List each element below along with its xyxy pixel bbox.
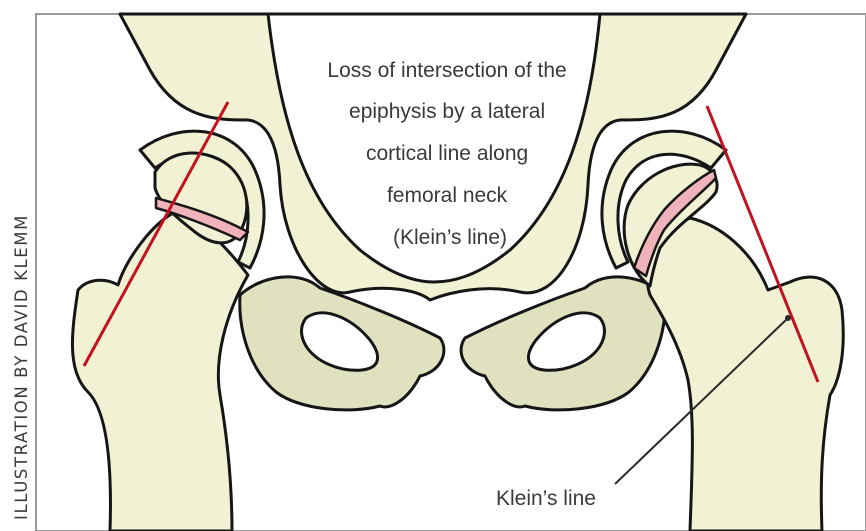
annotation-line-2: epiphysis by a lateral: [349, 100, 545, 123]
annotation-line-4: femoral neck: [387, 184, 508, 207]
leader-dot: [785, 315, 791, 321]
klein-line-label: Klein’s line: [496, 487, 596, 510]
annotation-line-1: Loss of intersection of the: [327, 59, 566, 82]
annotation-line-5: (Klein’s line): [393, 226, 507, 249]
annotation-line-3: cortical line along: [366, 142, 528, 165]
left-femur: [72, 212, 248, 531]
